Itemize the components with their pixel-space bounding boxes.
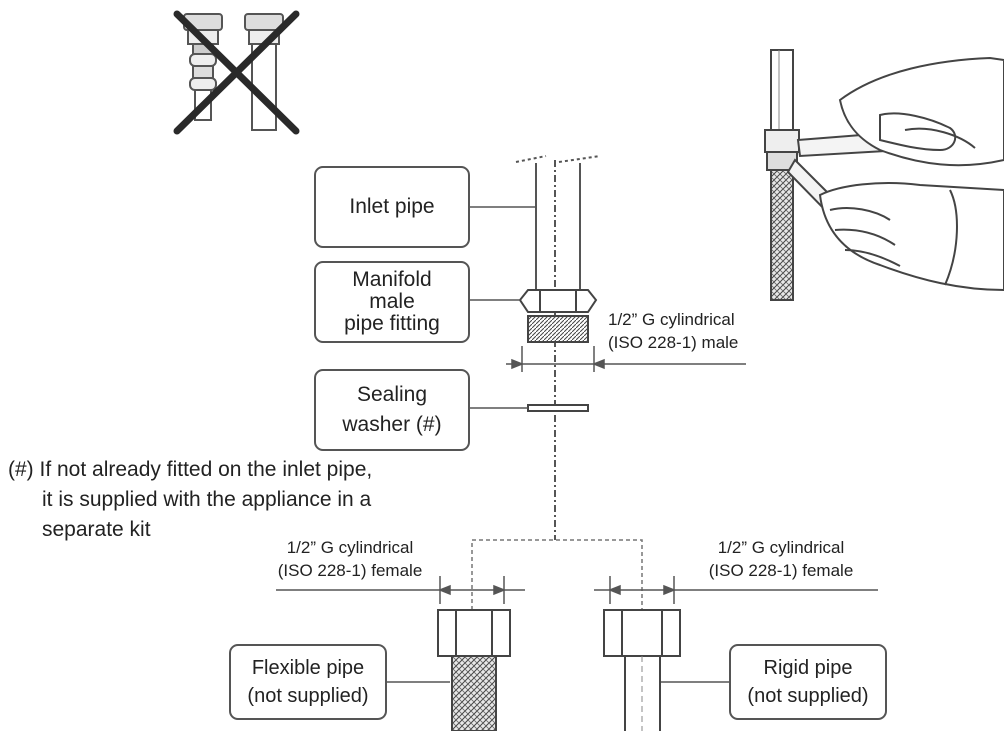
female-left-dimension-text: 1/2” G cylindrical (ISO 228-1) female — [255, 538, 445, 580]
female-left-line2: (ISO 228-1) female — [277, 561, 423, 580]
branch-dashed-lines — [471, 539, 643, 610]
female-right-line1: 1/2” G cylindrical — [717, 538, 845, 557]
sealing-line1: Sealing — [356, 383, 428, 406]
footnote-line1: (#) If not already fitted on the inlet p… — [8, 458, 373, 481]
manifold-line3: pipe fitting — [344, 312, 440, 335]
male-dimension-line — [506, 346, 746, 372]
manifold-fitting-drawing — [518, 289, 598, 343]
footnote-line3: separate kit — [42, 518, 151, 541]
washer-footnote: (#) If not already fitted on the inlet p… — [8, 455, 372, 545]
sealing-washer-label: Sealing washer (#) — [314, 369, 470, 451]
rigid-line1: Rigid pipe — [763, 657, 853, 679]
sealing-line2: washer (#) — [342, 413, 442, 436]
flexible-line1: Flexible pipe — [251, 657, 365, 679]
rigid-line2: (not supplied) — [747, 685, 869, 707]
flexible-line2: (not supplied) — [247, 685, 369, 707]
male-dimension-text: 1/2” G cylindrical (ISO 228-1) male — [608, 310, 738, 352]
rigid-pipe-drawing — [603, 609, 681, 731]
manifold-line1: Manifold — [352, 268, 432, 291]
male-dim-line1: 1/2” G cylindrical — [608, 310, 735, 329]
female-right-line2: (ISO 228-1) female — [708, 561, 854, 580]
female-left-line1: 1/2” G cylindrical — [286, 538, 414, 557]
inlet-pipe-label: Inlet pipe — [314, 166, 470, 248]
manifold-fitting-label: Manifold male pipe fitting — [314, 261, 470, 343]
wrench-tightening-illustration — [764, 49, 1004, 301]
female-right-dimension-text: 1/2” G cylindrical (ISO 228-1) female — [686, 538, 876, 580]
female-dimension-lines — [276, 576, 878, 604]
leader-lines — [386, 206, 730, 683]
manifold-line2: male — [369, 290, 415, 313]
flexible-pipe-label: Flexible pipe (not supplied) — [229, 644, 387, 720]
crossed-out-fittings-icon — [173, 10, 300, 135]
male-dim-line2: (ISO 228-1) male — [608, 333, 739, 352]
sealing-washer-drawing — [527, 404, 589, 412]
flexible-pipe-drawing — [437, 609, 511, 731]
inlet-pipe-text: Inlet pipe — [349, 195, 435, 218]
inlet-pipe-drawing — [515, 155, 601, 540]
footnote-line2: it is supplied with the appliance in a — [42, 488, 372, 511]
rigid-pipe-label: Rigid pipe (not supplied) — [729, 644, 887, 720]
